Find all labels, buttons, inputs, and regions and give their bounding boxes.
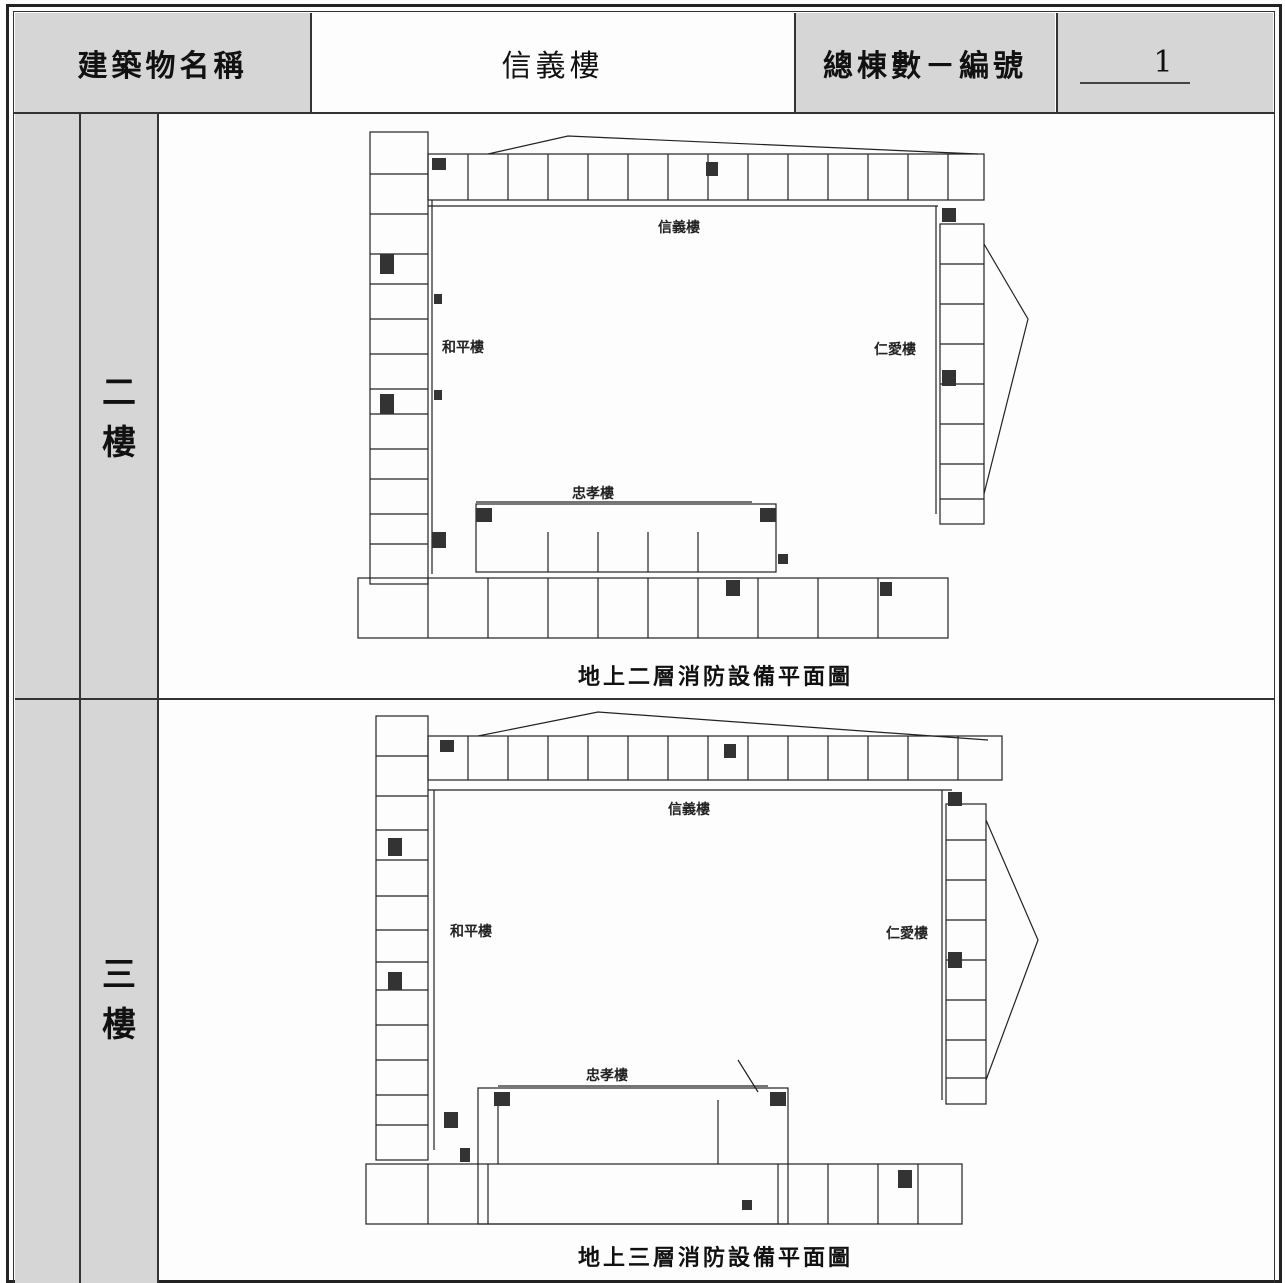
wing-label-north: 信義樓 bbox=[668, 801, 710, 818]
building-count-value: 1 bbox=[1153, 45, 1177, 80]
wing-label-east: 仁愛樓 bbox=[886, 925, 928, 942]
header-label-cell-1 bbox=[15, 13, 310, 112]
wing-label-west: 和平樓 bbox=[442, 339, 484, 356]
floor-label-3f: 三 樓 bbox=[81, 950, 157, 1050]
floor-label-char: 樓 bbox=[102, 1005, 136, 1045]
count-underline bbox=[1080, 82, 1190, 84]
floor-label-char: 樓 bbox=[102, 423, 136, 463]
wing-label-south: 忠孝樓 bbox=[586, 1067, 628, 1084]
floor-label-2f: 二 樓 bbox=[81, 368, 157, 468]
building-name-value: 信義樓 bbox=[501, 48, 604, 84]
wing-label-south: 忠孝樓 bbox=[572, 485, 614, 502]
header-divider bbox=[794, 13, 796, 112]
floor-label-char: 二 bbox=[102, 373, 136, 413]
floor-plan-2f: 信義樓 和平樓 仁愛樓 忠孝樓 地上二層消防設備平面圖 bbox=[158, 114, 1273, 698]
outer-border bbox=[6, 4, 1282, 1283]
wing-label-east: 仁愛樓 bbox=[874, 341, 916, 358]
header-divider bbox=[1056, 13, 1058, 112]
floor-plan-3f: 信義樓 和平樓 仁愛樓 忠孝樓 地上三層消防設備平面圖 bbox=[158, 700, 1273, 1283]
header-bottom-rule bbox=[13, 112, 1275, 114]
floor-plan-drawing: 信義樓 和平樓 仁愛樓 忠孝樓 bbox=[365, 711, 1039, 1225]
floor-label-char: 三 bbox=[102, 955, 136, 995]
header-divider bbox=[310, 13, 312, 112]
header-label-cell-2 bbox=[795, 13, 1055, 112]
floor-row-divider bbox=[15, 698, 1275, 700]
wing-label-north: 信義樓 bbox=[658, 219, 700, 236]
wing-label-west: 和平樓 bbox=[450, 923, 492, 940]
floor-plan-drawing: 信義樓 和平樓 仁愛樓 忠孝樓 bbox=[357, 131, 1029, 639]
floor-plan-caption-2f: 地上二層消防設備平面圖 bbox=[577, 664, 853, 690]
building-count-label: 總棟數－編號 bbox=[823, 48, 1027, 84]
floor-plan-caption-3f: 地上三層消防設備平面圖 bbox=[577, 1245, 853, 1271]
header-value-cell-2 bbox=[1057, 13, 1273, 112]
inner-border bbox=[13, 11, 1275, 1283]
building-name-label: 建築物名稱 bbox=[77, 48, 248, 84]
